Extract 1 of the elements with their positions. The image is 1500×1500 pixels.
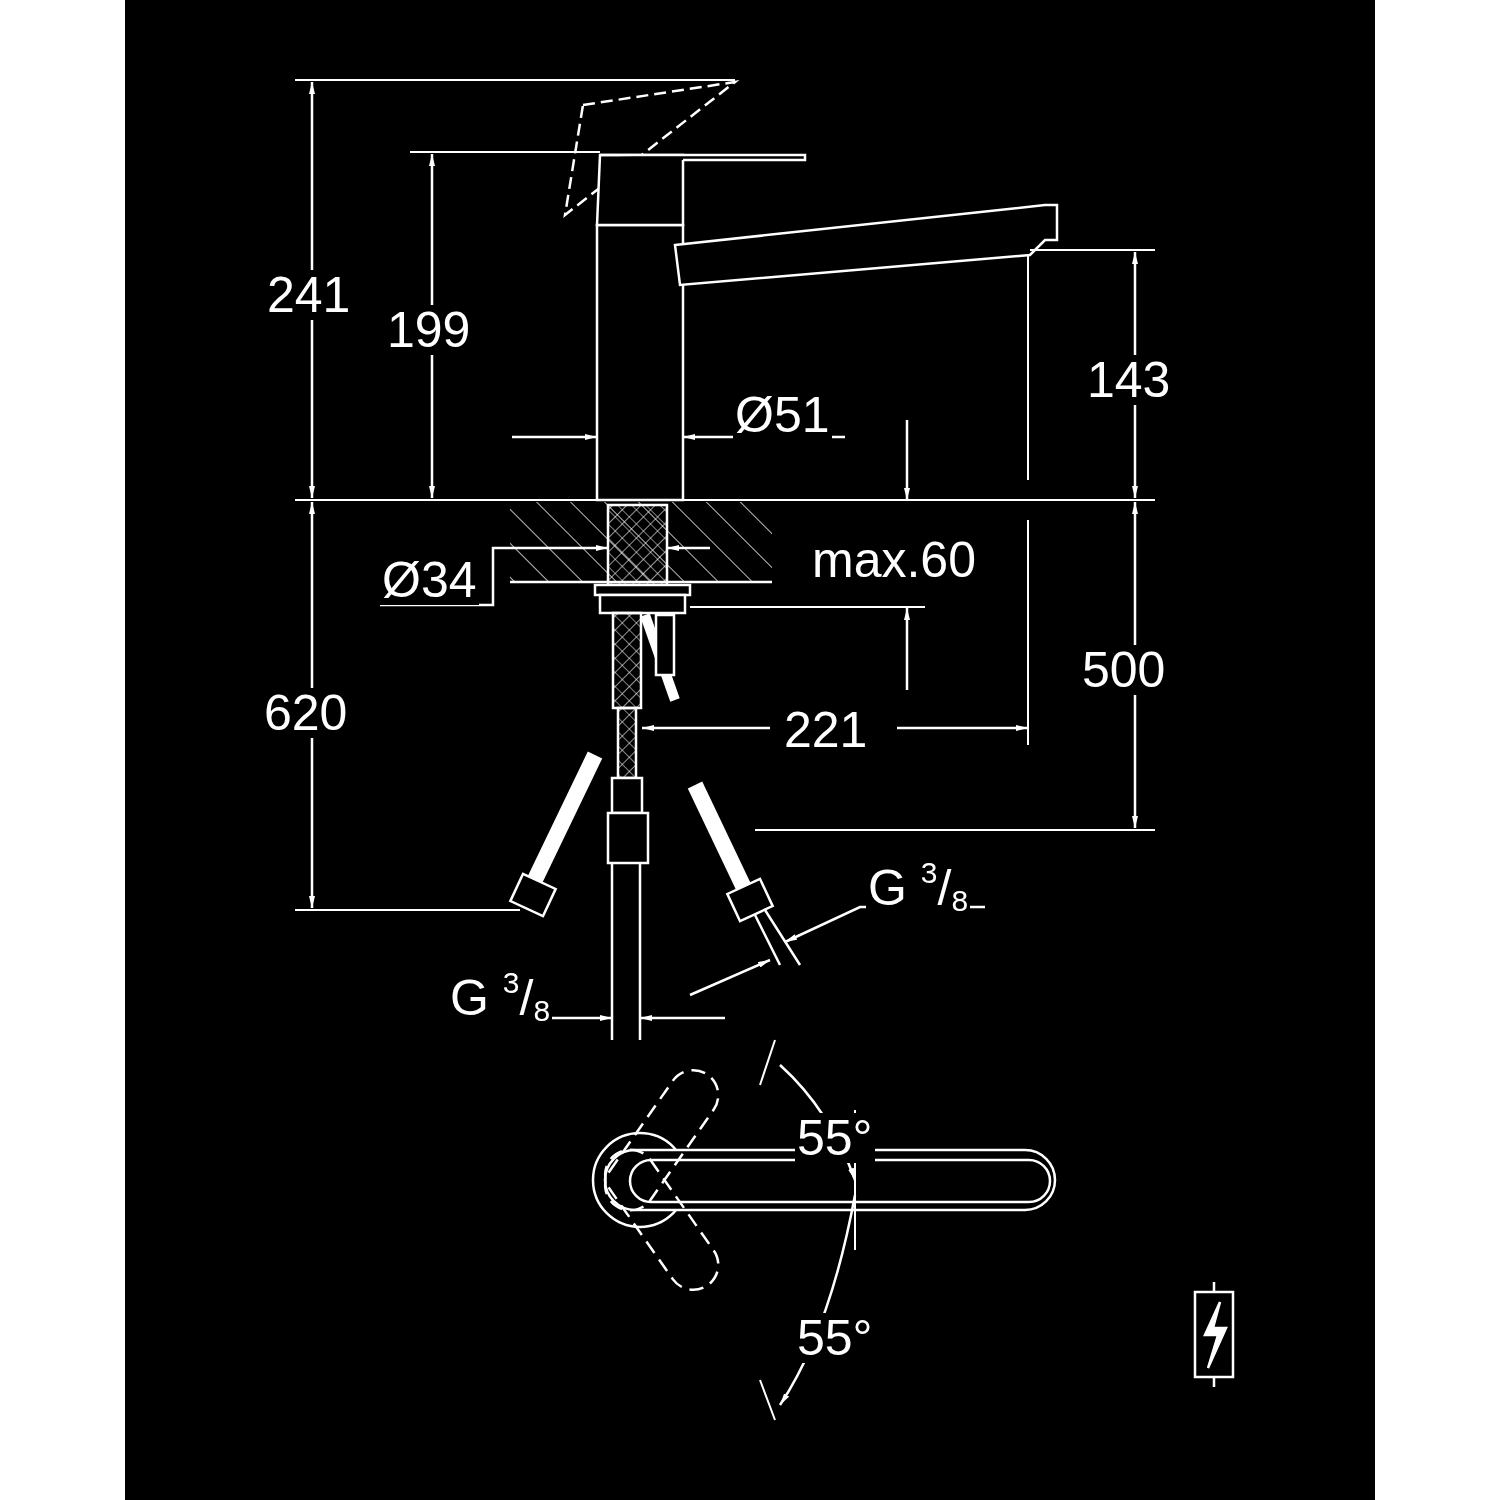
dimension-label: 55°	[795, 1113, 875, 1163]
